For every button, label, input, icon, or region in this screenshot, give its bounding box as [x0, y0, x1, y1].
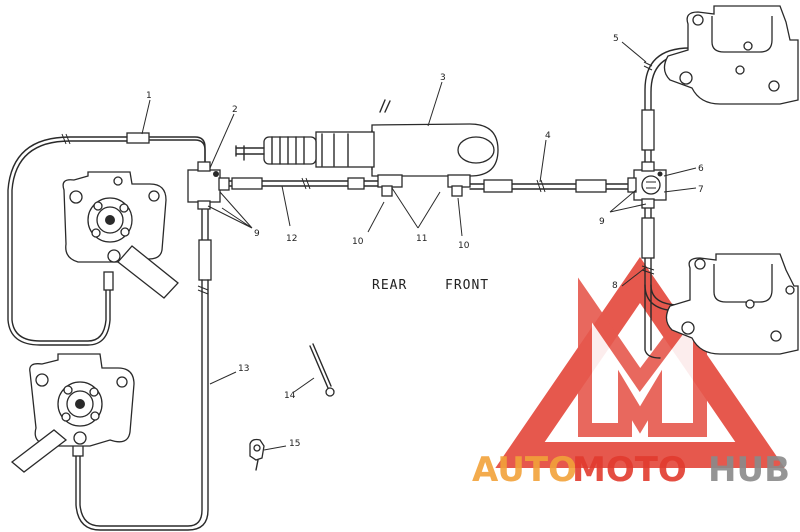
callout-9-right: 9: [599, 217, 605, 227]
rear-caliper-upper: [62, 171, 179, 299]
callout-10-right: 10: [458, 241, 470, 251]
watermark-text: AUTO MOTO HUB: [472, 450, 790, 490]
part-15-clip: [249, 438, 265, 471]
part-14-pin: [309, 343, 335, 397]
watermark-hub: HUB: [708, 450, 790, 490]
callout-9-left: 9: [254, 229, 260, 239]
rear-label: REAR: [372, 278, 407, 293]
callout-3: 3: [440, 73, 446, 83]
brake-line-1: [7, 132, 206, 346]
leader-lines: [141, 41, 697, 451]
callout-8: 8: [612, 281, 618, 291]
brake-line-12: [219, 177, 381, 190]
rear-brake-junction: [187, 161, 230, 210]
watermark-moto: MOTO: [572, 450, 687, 490]
front-brake-junction: [627, 161, 667, 209]
brake-line-4: [469, 179, 629, 193]
watermark-auto: AUTO: [472, 450, 577, 490]
callout-15: 15: [289, 439, 300, 449]
master-cylinder: [235, 99, 499, 197]
callout-6: 6: [698, 164, 704, 174]
callout-1: 1: [146, 91, 152, 101]
callout-numbers: 1 2 3 4 5 6 7 8 9 9 10 10 11 12 13 14 15: [146, 34, 704, 449]
callout-13: 13: [238, 364, 249, 374]
callout-4: 4: [545, 131, 551, 141]
callout-12: 12: [286, 234, 297, 244]
front-caliper-upper: [663, 5, 799, 105]
callout-5: 5: [613, 34, 619, 44]
rear-caliper-lower: [10, 353, 135, 473]
callout-7: 7: [698, 185, 704, 195]
callout-2: 2: [232, 105, 238, 115]
brake-line-13: [72, 204, 212, 531]
callout-14: 14: [284, 391, 296, 401]
callout-11: 11: [416, 234, 427, 244]
front-label: FRONT: [445, 278, 489, 293]
callout-10-left: 10: [352, 237, 364, 247]
front-caliper-lower: [665, 253, 799, 355]
